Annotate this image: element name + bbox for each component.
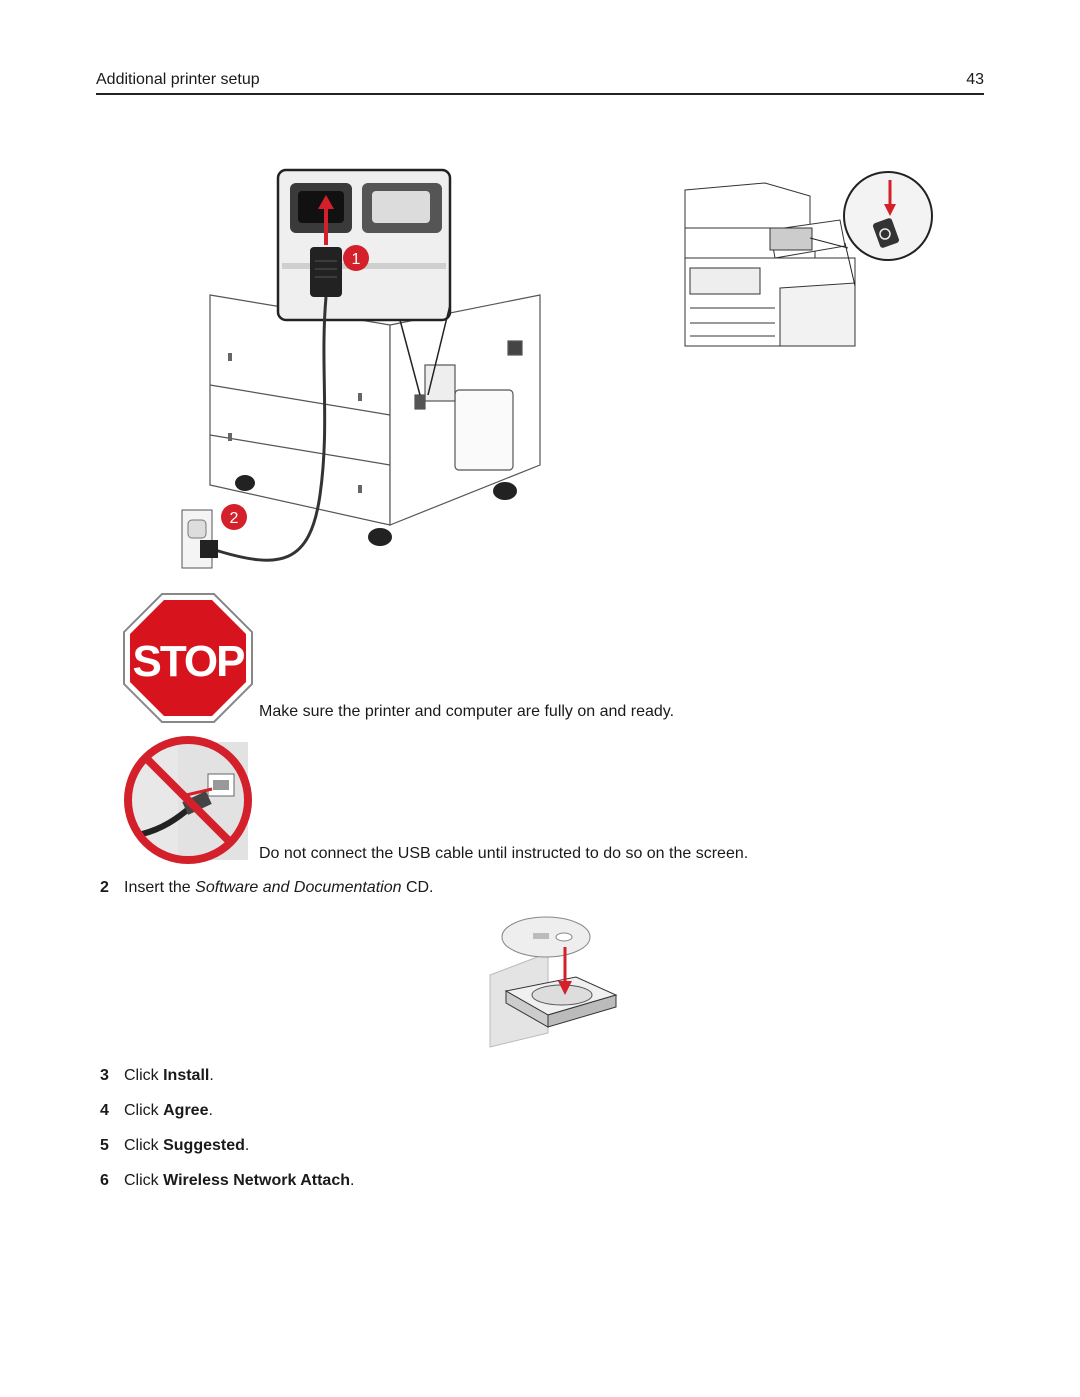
step-number: 4	[100, 1102, 109, 1119]
cd-insert-illustration	[489, 916, 618, 1048]
power-cord-illustration: 1 2	[181, 168, 541, 569]
stop-sign-label: STOP	[132, 637, 244, 686]
page-number: 43	[966, 71, 984, 88]
agree-label: Agree	[163, 1102, 209, 1119]
header-title: Additional printer setup	[96, 71, 260, 88]
suggested-label: Suggested	[163, 1137, 245, 1154]
wireless-network-attach-label: Wireless Network Attach	[163, 1172, 350, 1189]
step-number: 5	[100, 1137, 109, 1154]
step-number: 2	[100, 879, 109, 896]
callout-1: 1	[352, 251, 361, 268]
callout-2: 2	[230, 510, 239, 527]
step-number: 3	[100, 1067, 109, 1084]
install-label: Install	[163, 1067, 210, 1084]
stop-sign-icon: STOP	[123, 593, 253, 723]
note-usb: Do not connect the USB cable until instr…	[259, 845, 749, 862]
power-switch-illustration	[684, 171, 933, 347]
note-ready: Make sure the printer and computer are f…	[259, 703, 675, 720]
step-number: 6	[100, 1172, 109, 1189]
no-usb-icon	[124, 736, 252, 864]
page-header: Additional printer setup 43	[96, 69, 984, 95]
cd-title: Software and Documentation	[195, 879, 402, 896]
